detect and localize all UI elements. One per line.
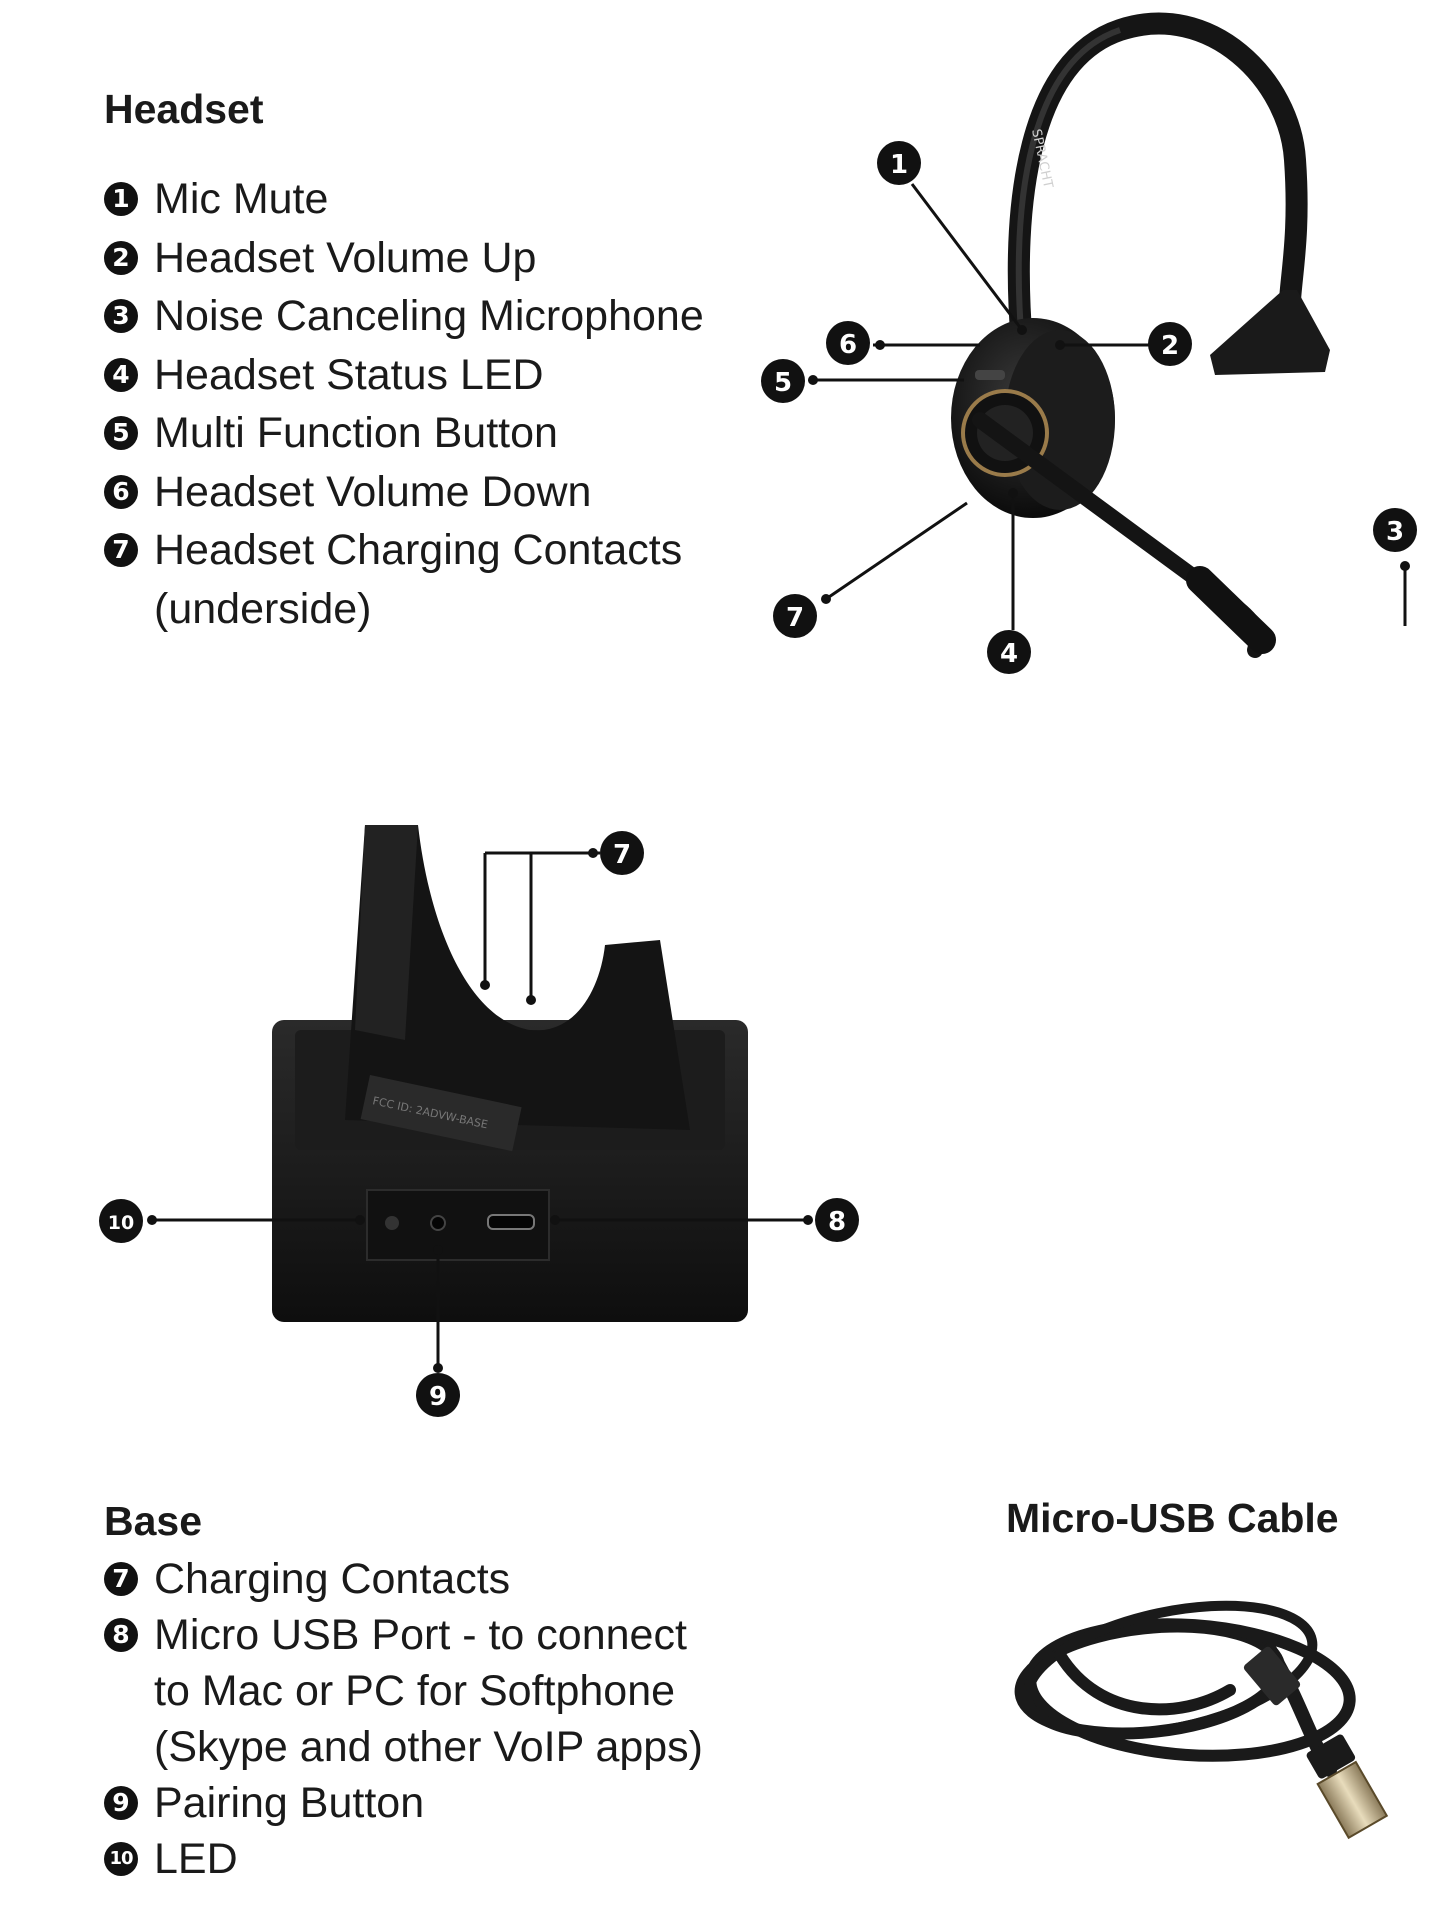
base-leader-dots xyxy=(147,848,813,1373)
legend-item-continuation: to Mac or PC for Softphone xyxy=(104,1663,703,1719)
svg-text:7: 7 xyxy=(786,603,804,633)
legend-item-continuation: (underside) xyxy=(104,580,704,639)
number-badge: 4 xyxy=(104,357,138,392)
number-badge: 9 xyxy=(104,1786,138,1820)
callout-3: 3 xyxy=(1373,508,1417,552)
headset-section-title: Headset xyxy=(104,86,264,132)
cable-section-title: Micro-USB Cable xyxy=(1006,1495,1339,1541)
base-illustration: FCC ID: 2ADVW-BASE xyxy=(272,825,748,1322)
legend-label: Multi Function Button xyxy=(154,409,558,457)
svg-text:10: 10 xyxy=(108,1212,134,1234)
callout-5: 5 xyxy=(761,359,805,403)
callout-2: 2 xyxy=(1148,322,1192,366)
legend-item-volume-up: 2 Headset Volume Up xyxy=(104,229,704,288)
legend-label: Headset Volume Down xyxy=(154,467,592,516)
callout-base-7: 7 xyxy=(600,831,644,875)
legend-label: (Skype and other VoIP apps) xyxy=(154,1723,704,1771)
legend-item-multi-function: 5 Multi Function Button xyxy=(104,404,704,463)
callout-6: 6 xyxy=(826,321,870,365)
legend-item-continuation: (Skype and other VoIP apps) xyxy=(104,1719,703,1775)
headset-illustration: SPRACHT xyxy=(951,12,1330,658)
number-badge: 7 xyxy=(104,533,138,567)
svg-text:3: 3 xyxy=(1386,517,1404,547)
number-badge: 6 xyxy=(104,474,138,509)
headset-leader-dots xyxy=(808,325,1410,604)
legend-item-pairing-button: 9 Pairing Button xyxy=(104,1775,703,1831)
legend-label: Mic Mute xyxy=(154,175,329,223)
headset-leader-lines xyxy=(813,183,1407,630)
legend-label: LED xyxy=(154,1835,238,1883)
number-badge: 3 xyxy=(104,299,138,333)
legend-item-volume-down: 6 Headset Volume Down xyxy=(104,463,704,522)
legend-label: Noise Canceling Microphone xyxy=(154,292,704,340)
svg-text:9: 9 xyxy=(429,1382,447,1412)
legend-label: Charging Contacts xyxy=(154,1555,511,1603)
legend-label: Pairing Button xyxy=(154,1779,425,1827)
legend-item-microphone: 3 Noise Canceling Microphone xyxy=(104,287,704,346)
legend-label: to Mac or PC for Softphone xyxy=(154,1667,676,1715)
legend-label: Headset Charging Contacts xyxy=(154,526,683,574)
callout-base-8: 8 xyxy=(815,1198,859,1242)
legend-item-charging-contacts: 7 Headset Charging Contacts xyxy=(104,521,704,580)
svg-text:7: 7 xyxy=(613,840,631,870)
number-badge: 5 xyxy=(104,416,138,450)
base-section-title: Base xyxy=(104,1498,203,1544)
legend-item-usb-port: 8 Micro USB Port - to connect xyxy=(104,1607,703,1663)
legend-item-status-led: 4 Headset Status LED xyxy=(104,346,704,405)
number-badge: 8 xyxy=(104,1618,138,1652)
legend-label: (underside) xyxy=(154,584,372,633)
legend-item-base-charging: 7 Charging Contacts xyxy=(104,1551,703,1607)
headset-legend: 1 Mic Mute 2 Headset Volume Up 3 Noise Canc… xyxy=(104,170,704,638)
callout-base-9: 9 xyxy=(416,1373,460,1417)
base-legend: 7 Charging Contacts 8 Micro USB Port - to … xyxy=(104,1551,703,1887)
usb-cable-illustration xyxy=(1014,1600,1356,1777)
svg-text:5: 5 xyxy=(774,368,792,398)
svg-text:1: 1 xyxy=(890,150,908,180)
legend-label: Headset Status LED xyxy=(154,350,544,399)
number-badge: 2 xyxy=(104,240,138,275)
legend-item-led: 10 LED xyxy=(104,1831,703,1887)
callout-base-10: 10 xyxy=(99,1199,143,1243)
callout-4: 4 xyxy=(987,630,1031,674)
svg-text:4: 4 xyxy=(1000,639,1018,669)
legend-item-mic-mute: 1 Mic Mute xyxy=(104,170,704,229)
number-badge: 7 xyxy=(104,1562,138,1596)
callout-1: 1 xyxy=(877,141,921,185)
svg-text:8: 8 xyxy=(828,1207,846,1237)
number-badge: 10 xyxy=(104,1842,138,1876)
number-badge: 1 xyxy=(104,182,138,216)
legend-label: Micro USB Port - to connect xyxy=(154,1611,687,1659)
callout-7: 7 xyxy=(773,594,817,638)
base-leader-lines xyxy=(152,851,808,1368)
usb-plug xyxy=(1243,1646,1389,1840)
svg-text:2: 2 xyxy=(1161,331,1179,361)
svg-text:6: 6 xyxy=(839,330,857,360)
legend-label: Headset Volume Up xyxy=(154,233,537,282)
